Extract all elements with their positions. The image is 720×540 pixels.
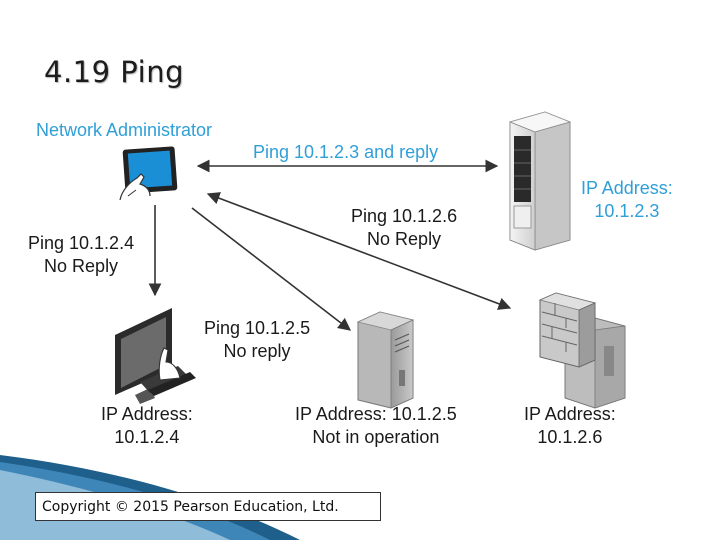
- tower-server-icon: [356, 311, 415, 409]
- ping-pc-line-2: No Reply: [44, 256, 119, 276]
- desktop-monitor-icon: [115, 308, 196, 404]
- rack-server-icon: [508, 111, 572, 251]
- slide-title: 4.19 Ping: [44, 55, 184, 89]
- copyright-notice: Copyright © 2015 Pearson Education, Ltd.: [35, 492, 381, 521]
- admin-label: Network Administrator: [36, 120, 213, 140]
- pc-ip-label: IP Address: 10.1.2.4: [101, 403, 193, 449]
- ping-pc-label: Ping 10.1.2.4 No Reply: [28, 232, 134, 278]
- firewall-ip-line-1: IP Address:: [524, 404, 616, 424]
- server-ip-line-1: IP Address:: [581, 178, 673, 198]
- firewall-ip-line-2: 10.1.2.6: [537, 427, 603, 447]
- firewall-ip-label: IP Address: 10.1.2.6: [524, 403, 616, 449]
- ping-firewall-label: Ping 10.1.2.6 No Reply: [351, 205, 457, 251]
- tablet-icon: [119, 146, 178, 201]
- ping-server-label: Ping 10.1.2.3 and reply: [253, 142, 439, 162]
- ping-firewall-line-1: Ping 10.1.2.6: [351, 206, 458, 226]
- tower-ip-line-2: Not in operation: [312, 427, 440, 447]
- ping-pc-line-1: Ping 10.1.2.4: [28, 233, 135, 253]
- tower-ip-line-1: IP Address: 10.1.2.5: [295, 404, 457, 424]
- server-ip-line-2: 10.1.2.3: [594, 201, 660, 221]
- ping-tower-line-2: No reply: [223, 341, 291, 361]
- ping-firewall-line-2: No Reply: [367, 229, 442, 249]
- arrow-admin-tower: [191, 207, 352, 331]
- pc-ip-line-2: 10.1.2.4: [114, 427, 180, 447]
- server-ip-label: IP Address: 10.1.2.3: [581, 177, 673, 223]
- ping-tower-label: Ping 10.1.2.5 No reply: [204, 317, 310, 363]
- ping-tower-line-1: Ping 10.1.2.5: [204, 318, 311, 338]
- pc-ip-line-1: IP Address:: [101, 404, 193, 424]
- firewall-icon: [538, 292, 626, 409]
- arrow-admin-firewall: [206, 192, 512, 310]
- tower-ip-label: IP Address: 10.1.2.5 Not in operation: [295, 403, 457, 449]
